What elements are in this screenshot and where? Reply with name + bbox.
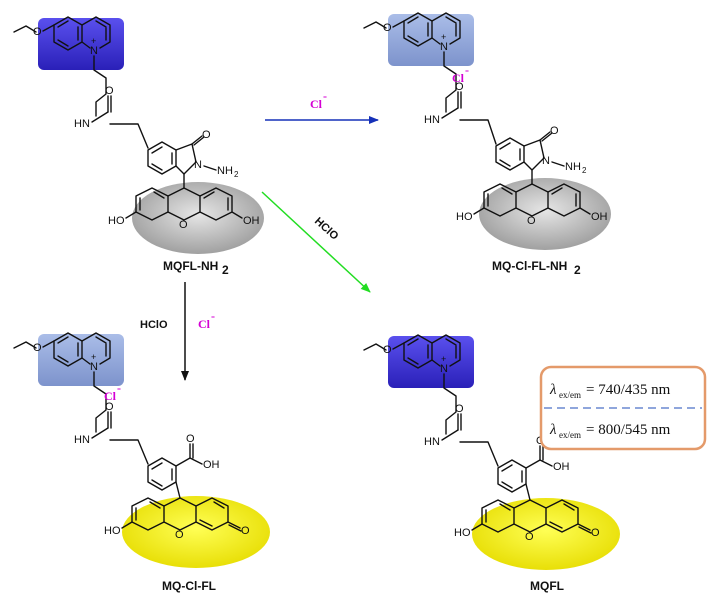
quinolinium-highlight [388,14,474,66]
xanthene-highlight [122,496,270,568]
arrow-cl-reaction: Cl - [265,89,379,124]
chloride-charge: - [465,63,469,77]
compound-mqfl: MQFL [363,334,620,593]
wavelength-box: λ ex/em = 740/435 nm λ ex/em = 800/545 n… [539,365,707,451]
compound-mq-cl-fl: Cl - MQ-Cl-FL [13,332,270,593]
wavelength-value: = 740/435 nm [586,382,671,398]
xanthene-highlight [132,182,264,254]
quinolinium-highlight [38,334,124,386]
reagent-hclo: HClO [140,319,168,331]
compound-name-sub: 2 [574,263,581,277]
wavelength-row-1: λ ex/em = 740/435 nm [549,382,671,400]
reagent-chloride-charge: - [323,89,327,103]
reagent-chloride: Cl [310,97,323,111]
reagent-chloride: Cl [198,317,211,331]
compound-name: MQFL-NH [163,259,218,273]
arrow-hclo-reaction: HClO [261,191,371,293]
compound-mqfl-nh2: MQFL-NH 2 [13,16,264,277]
xanthene-highlight [472,498,620,570]
compound-mq-cl-fl-nh2: Cl - MQ-Cl-FL-NH 2 [363,12,611,277]
compound-name: MQ-Cl-FL [162,579,216,593]
arrow-hclo-cl-reaction: HClO Cl - [140,282,215,381]
xanthene-highlight [479,178,611,250]
compound-name: MQ-Cl-FL-NH [492,259,567,273]
compound-name-sub: 2 [222,263,229,277]
wavelength-row-2: λ ex/em = 800/545 nm [549,422,671,440]
chloride-charge: - [117,381,121,395]
compound-name: MQFL [530,579,564,593]
lambda-symbol: λ [549,422,557,438]
reagent-chloride-charge: - [211,309,215,323]
wavelength-value: = 800/545 nm [586,422,671,438]
quinolinium-highlight [388,336,474,388]
lambda-subscript: ex/em [559,430,581,440]
lambda-subscript: ex/em [559,390,581,400]
quinolinium-highlight [38,18,124,70]
chloride-counterion: Cl [104,389,117,403]
lambda-symbol: λ [549,382,557,398]
chloride-counterion: Cl [452,71,465,85]
reagent-hclo: HClO [312,215,341,243]
